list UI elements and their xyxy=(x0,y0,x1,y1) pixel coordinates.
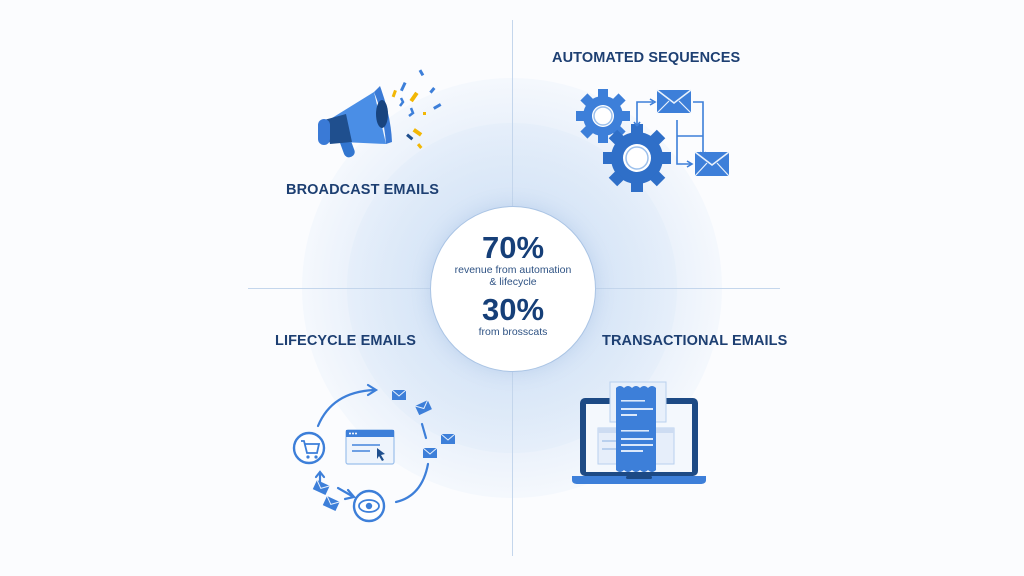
stat-primary-value: 70% xyxy=(481,230,545,265)
stat-primary-caption-line1: revenue from automation xyxy=(454,264,572,276)
broadcast-emails-title: BROADCAST EMAILS xyxy=(286,182,440,198)
transactional-emails-title: TRANSACTIONAL EMAILS xyxy=(602,333,788,349)
lifecycle-loop-icon xyxy=(292,383,456,523)
laptop-receipt-icon xyxy=(572,381,706,484)
stat-secondary-value: 30% xyxy=(481,292,545,327)
stat-secondary-caption: from brosscats xyxy=(478,326,548,338)
gears-email-flow-icon xyxy=(576,89,730,192)
lifecycle-emails-title: LIFECYCLE EMAILS xyxy=(275,333,416,349)
megaphone-icon xyxy=(318,69,442,158)
stat-primary-caption-line2: & lifecycle xyxy=(489,276,537,288)
revenue-stat-circle: 70% revenue from automation & lifecycle … xyxy=(430,206,596,372)
automated-sequences-title: AUTOMATED SEQUENCES xyxy=(552,50,741,66)
